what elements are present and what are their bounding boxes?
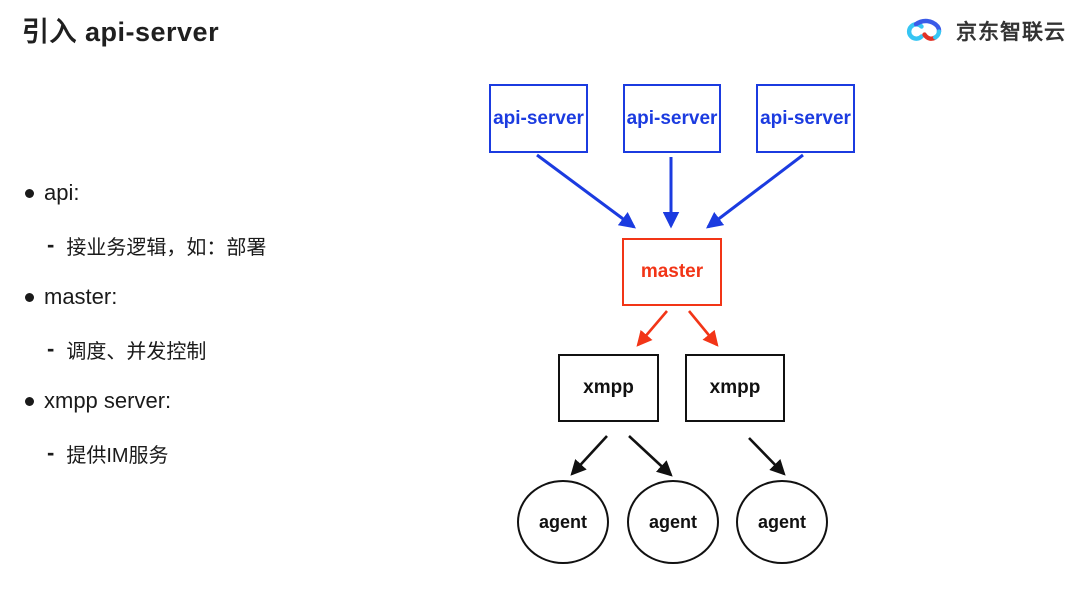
bullet-dot-icon (25, 188, 34, 198)
infinity-logo-icon (906, 18, 942, 41)
bullet-list: api: - 接业务逻辑，如：部署 master: - 调度、并发控制 xmpp… (25, 180, 425, 492)
xmpp-node-1: xmpp (558, 354, 659, 422)
dash-bullet-icon: - (47, 336, 55, 361)
brand-logo-text: 京东智联云 (956, 21, 1066, 44)
list-subitem-label: 提供IM服务 (66, 444, 169, 467)
list-item-label: xmpp server: (44, 388, 172, 413)
agent-node-2: agent (627, 480, 719, 564)
api-server-node-2: api-server (623, 84, 721, 153)
list-subitem-api: - 接业务逻辑，如：部署 (25, 232, 425, 259)
list-item-master: master: (25, 284, 425, 310)
bullet-dot-icon (25, 396, 34, 406)
list-item-label: api: (44, 180, 80, 205)
list-subitem-label: 调度、并发控制 (66, 340, 207, 363)
bullet-dot-icon (25, 292, 34, 302)
api-to-master-arrows (536, 153, 804, 229)
xmpp-node-2: xmpp (685, 354, 785, 422)
dash-bullet-icon: - (47, 440, 55, 465)
brand-logo: 京东智联云 (902, 14, 1066, 48)
master-to-xmpp-arrows (636, 310, 719, 347)
list-subitem-label: 接业务逻辑，如：部署 (66, 236, 267, 259)
list-item-api: api: (25, 180, 425, 206)
dash-bullet-icon: - (47, 232, 55, 257)
list-item-label: master: (44, 284, 118, 309)
list-item-xmpp-server: xmpp server: (25, 388, 425, 414)
agent-node-1: agent (517, 480, 609, 564)
agent-node-3: agent (736, 480, 828, 564)
page-title: 引入 api-server (22, 17, 220, 47)
xmpp-to-agent-arrows (570, 435, 786, 477)
list-subitem-xmpp-server: - 提供IM服务 (25, 440, 425, 467)
api-server-node-3: api-server (756, 84, 855, 153)
api-server-node-1: api-server (489, 84, 588, 153)
master-node: master (622, 238, 722, 306)
list-subitem-master: - 调度、并发控制 (25, 336, 425, 363)
